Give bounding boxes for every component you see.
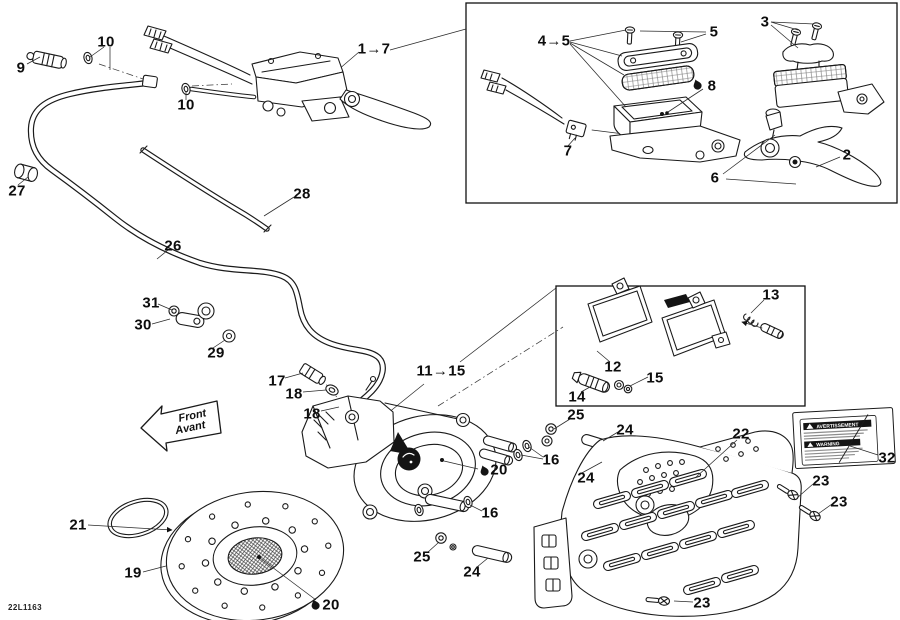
brake-pads-inset: [571, 277, 784, 394]
master-cylinder: [251, 51, 432, 130]
mount-washer: [435, 532, 447, 544]
brake-lever-inset: [743, 21, 885, 187]
reservoir-exploded: [480, 26, 741, 163]
guard-screw: [796, 502, 823, 524]
caliper-guard: [533, 430, 802, 617]
brake-caliper: [301, 375, 497, 522]
mount-pin: [470, 544, 514, 564]
warning-sticker: AVERTISSEMENT WARNING: [792, 407, 896, 470]
switch-wires: [143, 25, 253, 85]
hose-fitting: [26, 50, 67, 69]
brake-disc: [160, 490, 345, 620]
mount-washer: [449, 543, 457, 551]
fluid-droplet-icon: [691, 78, 703, 91]
warning-header-en: WARNING: [816, 441, 840, 448]
projection-lines: [330, 28, 557, 414]
o-ring: [107, 497, 169, 539]
inset-box-brake-pads: [555, 285, 806, 407]
front-direction-arrow: Front Avant: [140, 400, 222, 452]
washer: [222, 329, 236, 343]
front-arrow-label-en: Front: [177, 407, 208, 425]
warning-header-fr: AVERTISSEMENT: [816, 422, 858, 430]
mount-washer: [541, 435, 553, 447]
hose-guide-screw: [168, 305, 180, 317]
banjo-bolt: [299, 363, 326, 385]
inset-box-master-cylinder: [465, 2, 898, 204]
sealing-washer: [82, 50, 94, 66]
diagram-code: 22L1163: [8, 603, 42, 612]
main-brake-hose: [27, 74, 386, 413]
leader-lines: [17, 21, 879, 603]
hose-clamp: [14, 163, 39, 182]
banjo-washer: [325, 384, 339, 396]
hose-guide-clamp: [175, 302, 215, 328]
pin-washer: [520, 438, 534, 454]
rear-brake-hose: [139, 145, 272, 233]
